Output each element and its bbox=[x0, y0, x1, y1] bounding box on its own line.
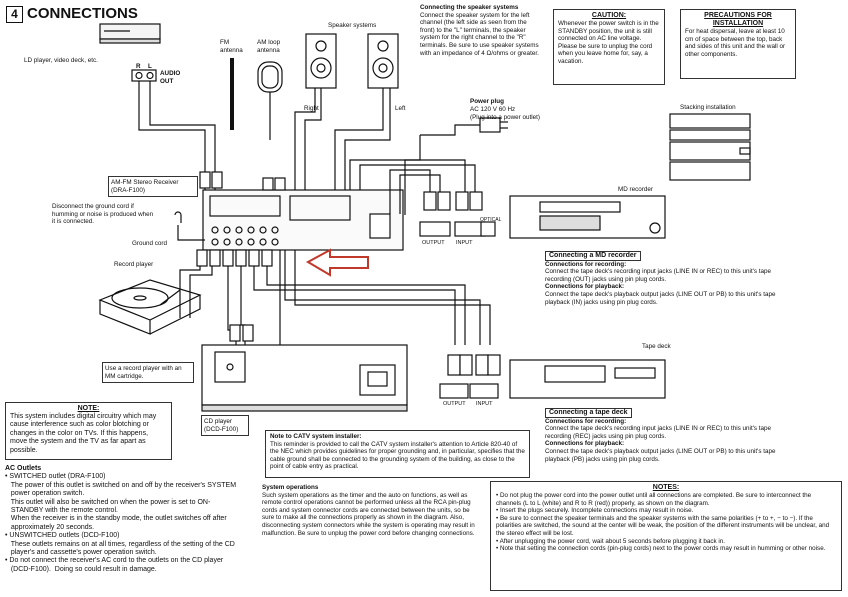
md-recorder-icon bbox=[509, 195, 666, 239]
jack-r-label: R bbox=[136, 63, 141, 70]
section-title: CONNECTIONS bbox=[27, 5, 138, 22]
tape-play-text: Connect the tape deck's playback output … bbox=[545, 447, 776, 463]
tape-output-label: OUTPUT bbox=[443, 401, 466, 407]
tape-deck-icon bbox=[509, 359, 666, 399]
ac-outlet-line: These outlets remains on at all times, r… bbox=[5, 540, 235, 548]
tape-input-label: INPUT bbox=[476, 401, 493, 407]
ground-cord-label: Ground cord bbox=[132, 240, 168, 247]
tape-rec-title: Connections for recording: bbox=[545, 417, 627, 425]
record-player-icon bbox=[98, 279, 202, 335]
red-arrow bbox=[305, 248, 369, 277]
speaker-connection-section: Connecting the speaker systems Connect t… bbox=[420, 4, 540, 57]
system-operations-title: System operations bbox=[262, 484, 319, 491]
md-play-text: Connect the tape deck's playback output … bbox=[545, 290, 776, 306]
caution-text: Whenever the power switch is in the STAN… bbox=[558, 20, 659, 65]
note-box: NOTE: This system includes digital circu… bbox=[5, 402, 172, 460]
audio-out-label: AUDIO OUT bbox=[160, 70, 181, 85]
md-connection-box: Connecting a MD recorder Connections for… bbox=[545, 251, 795, 306]
ground-note: Disconnect the ground cord if humming or… bbox=[52, 203, 154, 226]
tape-connection-title: Connecting a tape deck bbox=[545, 408, 632, 418]
tape-connection-box: Connecting a tape deck Connections for r… bbox=[545, 408, 795, 463]
ac-outlet-line: This outlet will also be switched on whe… bbox=[5, 498, 211, 506]
catv-text: This reminder is provided to call the CA… bbox=[270, 440, 525, 471]
speaker-right-label: Right bbox=[304, 105, 319, 112]
catv-title: Note to CATV system installer: bbox=[270, 433, 362, 440]
catv-box: Note to CATV system installer: This remi… bbox=[265, 430, 530, 478]
precautions-box: PRECAUTIONS FOR INSTALLATION For heat di… bbox=[680, 9, 796, 79]
notes-item: • Be sure to connect the speaker termina… bbox=[496, 514, 830, 537]
section-number: 4 bbox=[6, 6, 23, 23]
receiver-back-panel bbox=[202, 189, 404, 251]
ld-player-icon bbox=[99, 23, 161, 44]
am-antenna-label: AM loop antenna bbox=[257, 39, 281, 54]
tape-rec-text: Connect the tape deck's recording input … bbox=[545, 425, 772, 440]
notes-item: • After unplugging the power cord, wait … bbox=[496, 537, 726, 545]
stacking-label: Stacking installation bbox=[680, 104, 736, 111]
speaker-connection-title: Connecting the speaker systems bbox=[420, 4, 519, 11]
ac-outlet-line: (DCD-F100). Doing so could result in dam… bbox=[5, 565, 157, 573]
speaker-left-icon bbox=[367, 33, 399, 89]
speaker-systems-label: Speaker systems bbox=[328, 22, 377, 29]
precautions-title: PRECAUTIONS FOR INSTALLATION bbox=[704, 12, 772, 27]
ac-outlet-line: player's and cassette's power operation … bbox=[5, 549, 157, 557]
speaker-connection-text: Connect the speaker system for the left … bbox=[420, 11, 539, 57]
ac-outlet-line: The power of this outlet is switched on … bbox=[5, 481, 237, 489]
ac-outlet-line: STANDBY with the remote control. bbox=[5, 507, 118, 515]
stacking-installation-icon bbox=[669, 113, 751, 181]
record-player-label: Record player bbox=[114, 261, 154, 268]
ld-player-label: LD player, video deck, etc. bbox=[24, 57, 98, 64]
ac-outlet-line: • SWITCHED outlet (DRA-F100) bbox=[5, 473, 106, 481]
md-recorder-label: MD recorder bbox=[618, 186, 653, 193]
receiver-label: AM-FM Stereo Receiver (DRA-F100) bbox=[108, 176, 198, 198]
note-title: NOTE: bbox=[77, 405, 100, 412]
ac-outlets-title: AC Outlets bbox=[5, 465, 42, 472]
cd-player-icon bbox=[201, 344, 408, 412]
notes-box: NOTES: • Do not plug the power cord into… bbox=[490, 481, 842, 591]
ac-outlet-line: approximately 20 seconds. bbox=[5, 523, 95, 531]
precautions-text: For heat dispersal, leave at least 10 cm… bbox=[685, 28, 786, 58]
notes-item: • Do not plug the power cord into the po… bbox=[496, 492, 812, 507]
md-input-label: INPUT bbox=[456, 240, 473, 246]
md-connection-title: Connecting a MD recorder bbox=[545, 251, 641, 261]
power-plug-title: Power plug bbox=[470, 98, 504, 105]
jack-l-label: L bbox=[148, 63, 152, 70]
ac-outlet-line: When the receiver is in the standby mode… bbox=[5, 515, 227, 523]
optical-label: OPTICAL bbox=[480, 217, 502, 223]
system-operations-section: System operations Such system operations… bbox=[262, 484, 482, 537]
ac-outlets-section: AC Outlets • SWITCHED outlet (DRA-F100) … bbox=[5, 465, 255, 574]
notes-item: • Note that setting the connection cords… bbox=[496, 545, 826, 553]
tape-deck-label: Tape deck bbox=[642, 343, 671, 350]
ac-outlet-line: • UNSWITCHED outlets (DCD-F100) bbox=[5, 532, 120, 540]
notes-title: NOTES: bbox=[652, 484, 680, 491]
ac-outlet-line: • Do not connect the receiver's AC cord … bbox=[5, 557, 224, 565]
fm-antenna-label: FM antenna bbox=[220, 39, 243, 54]
md-rec-title: Connections for recording: bbox=[545, 260, 627, 268]
tape-play-title: Connections for playback: bbox=[545, 440, 625, 448]
caution-title: CAUTION: bbox=[591, 12, 627, 19]
mm-cartridge-note: Use a record player with an MM cartridge… bbox=[102, 362, 194, 384]
notes-item: • Insert the plugs securely. Incomplete … bbox=[496, 507, 694, 515]
speaker-right-icon bbox=[305, 33, 337, 89]
md-play-title: Connections for playback: bbox=[545, 283, 625, 291]
caution-box: CAUTION: Whenever the power switch is in… bbox=[553, 9, 665, 85]
cd-player-label: CD player (DCD-F100) bbox=[201, 415, 249, 437]
ac-outlet-line: power operation switch. bbox=[5, 490, 85, 498]
speaker-left-label: Left bbox=[395, 105, 406, 112]
md-rec-text: Connect the tape deck's recording input … bbox=[545, 268, 772, 283]
system-operations-text: Such system operations as the timer and … bbox=[262, 491, 475, 537]
note-text: This system includes digital circuitry w… bbox=[10, 413, 157, 454]
md-output-label: OUTPUT bbox=[422, 240, 445, 246]
power-plug-text: AC 120 V 60 Hz (Plug into a power outlet… bbox=[470, 106, 541, 121]
